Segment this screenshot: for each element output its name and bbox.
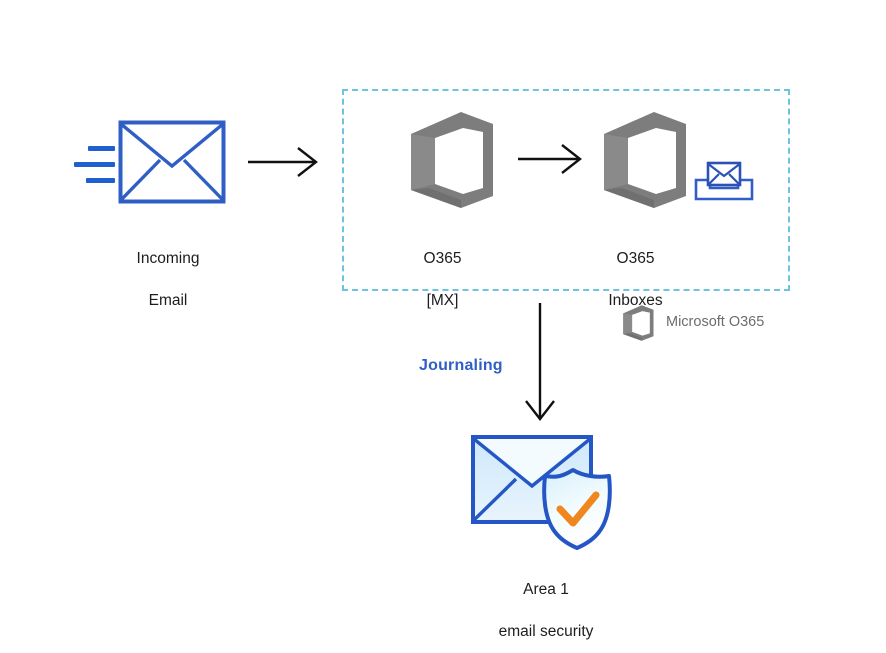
microsoft-o365-boundary (342, 89, 790, 291)
inbox-tray-envelope-icon (694, 160, 754, 202)
office-365-icon-inboxes (598, 110, 690, 210)
arrow-down-icon-journaling (522, 303, 558, 423)
incoming-email-label-line2: Email (148, 292, 188, 309)
incoming-email-label-line1: Incoming (136, 250, 200, 267)
o365-mx-label-line2: [MX] (426, 292, 459, 309)
area1-label-line2: email security (498, 623, 594, 640)
envelope-icon (118, 120, 226, 204)
arrow-right-icon-mx-to-inboxes (518, 142, 584, 176)
o365-mx-label-line1: O365 (423, 250, 462, 267)
incoming-email-caption: Incoming Email (98, 227, 238, 332)
journaling-edge-label: Journaling (419, 357, 503, 374)
shield-envelope-icon (470, 434, 630, 552)
o365-inboxes-label-line1: O365 (616, 250, 655, 267)
speed-lines-icon (74, 142, 122, 188)
o365-mx-caption: O365 [MX] (375, 227, 510, 332)
office-365-icon-mx (405, 110, 497, 210)
office-365-icon-legend (621, 304, 655, 342)
arrow-right-icon-incoming-to-mx (248, 145, 320, 179)
o365-inboxes-label-line2: Inboxes (608, 292, 663, 309)
area1-caption: Area 1 email security (470, 558, 622, 653)
o365-inboxes-caption: O365 Inboxes (568, 227, 703, 332)
area1-label-line1: Area 1 (523, 581, 569, 598)
legend-label: Microsoft O365 (666, 314, 765, 330)
